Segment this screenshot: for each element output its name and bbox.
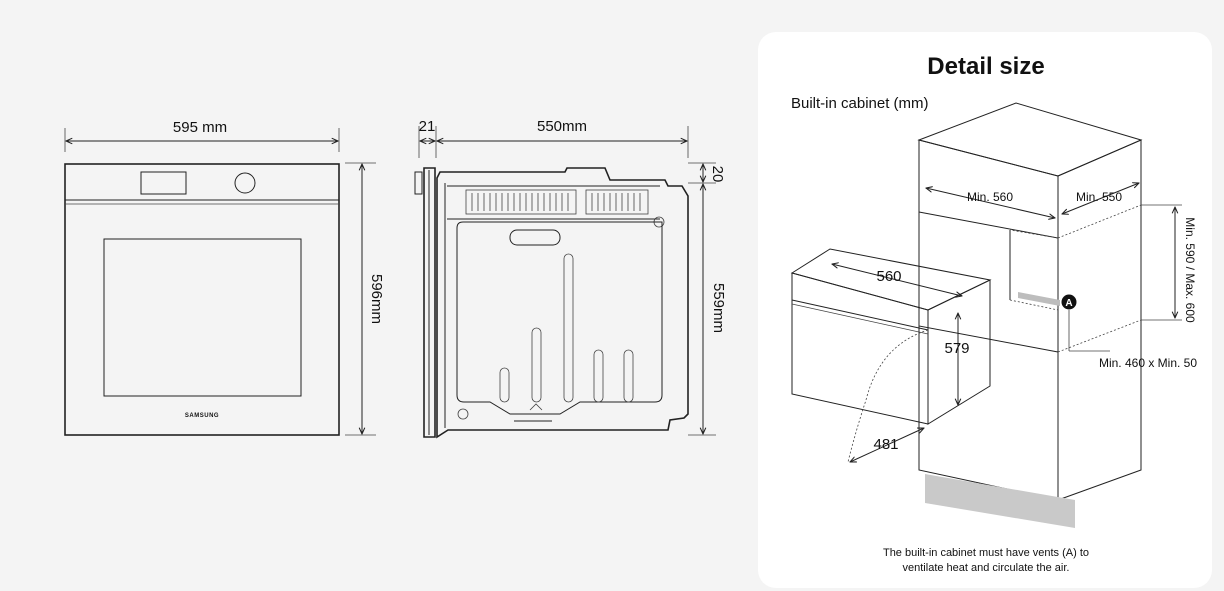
rear-vent (509, 229, 561, 246)
oven-front-body (64, 163, 340, 436)
oven-side-body (436, 167, 689, 439)
front-view: 595 mm 596mm SAMSUNG (64, 119, 385, 436)
niche-width-dimension-line (926, 188, 1055, 218)
control-display (140, 171, 187, 195)
vent-slots (465, 189, 649, 215)
top-offset-label: 20 (709, 166, 726, 183)
vent-marker (1061, 294, 1077, 310)
oven-width-dimension-line (832, 264, 962, 296)
vent-size-label: Min. 460 x Min. 50 (1099, 356, 1197, 370)
vent-marker-label: A (1065, 298, 1072, 309)
niche-width-label: Min. 560 (967, 190, 1013, 204)
vent-note-line1: The built-in cabinet must have vents (A)… (883, 547, 1089, 559)
cavity-outline (456, 221, 663, 415)
door-swing-label: 481 (873, 436, 898, 453)
door-profile (423, 167, 436, 438)
detail-size: Detail size Built-in cabinet (mm) (790, 53, 1197, 574)
side-height-label: 559mm (710, 283, 727, 333)
door-depth-label: 21 (419, 118, 436, 135)
niche-depth-label: Min. 550 (1076, 190, 1122, 204)
front-height-label: 596mm (368, 274, 385, 324)
front-width-label: 595 mm (173, 119, 227, 136)
control-knob (234, 172, 256, 194)
brand-logo: SAMSUNG (185, 413, 219, 419)
side-view: 21 550mm 20 559mm (414, 118, 727, 439)
door-swing-dimension-line (850, 428, 924, 462)
oven-box-front (791, 272, 929, 425)
vent-note-line2: ventilate heat and circulate the air. (903, 562, 1070, 574)
door-window (103, 238, 302, 397)
cabinet-drawing (917, 102, 1143, 528)
vent-opening (1018, 292, 1060, 306)
detail-subtitle: Built-in cabinet (mm) (791, 95, 929, 112)
niche-depth-dimension-line (1062, 183, 1139, 214)
oven-width-label: 560 (876, 268, 901, 285)
oven-height-label: 579 (944, 340, 969, 357)
body-depth-label: 550mm (537, 118, 587, 135)
cabinet-plinth (925, 474, 1075, 528)
niche-height-label: Min. 590 / Max. 600 (1183, 217, 1197, 323)
detail-title: Detail size (927, 53, 1044, 80)
